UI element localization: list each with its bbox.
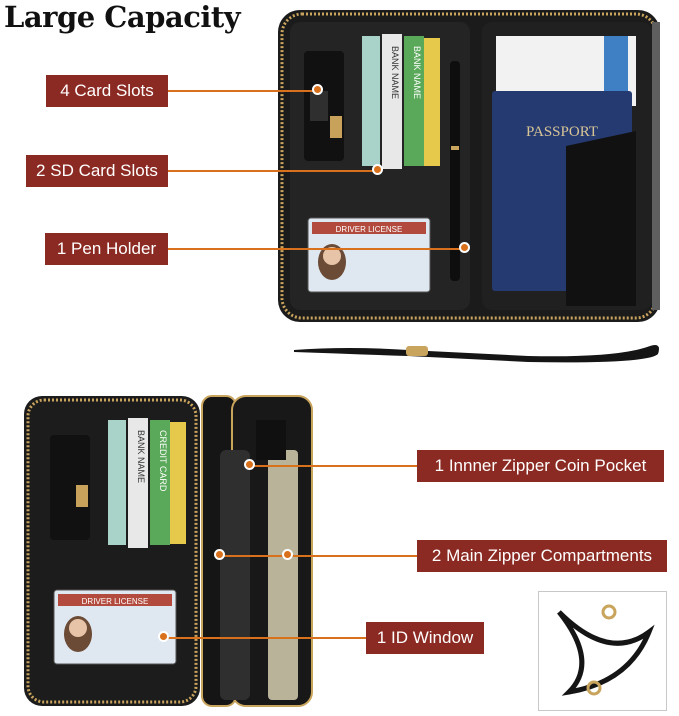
callout-id-window: 1 ID Window [366, 622, 484, 654]
shoulder-strap-image [538, 591, 667, 711]
leader-line-coin-pocket [248, 465, 417, 467]
card-text-credit-card-bottom: CREDIT CARD [158, 430, 168, 492]
page-title: Large Capacity [4, 0, 241, 34]
leader-line-pen-holder [168, 248, 463, 250]
callout-pen-holder: 1 Pen Holder [45, 233, 168, 265]
leader-dot-id-window [158, 631, 169, 642]
license-text-bottom: DRIVER LICENSE [82, 597, 149, 606]
wallet-photo-top: BANK NAME BANK NAME DRIVER LICENSE PASSP… [274, 6, 666, 328]
callout-main-compartments: 2 Main Zipper Compartments [417, 540, 667, 572]
leader-dot-card-slots [312, 84, 323, 95]
callout-card-slots: 4 Card Slots [46, 75, 168, 107]
leader-line-card-slots [168, 90, 316, 92]
license-text-top: DRIVER LICENSE [336, 225, 403, 234]
card-text-bank-name-top: BANK NAME [390, 46, 400, 99]
leader-dot-main-compartments-1 [214, 549, 225, 560]
passport-text: PASSPORT [526, 124, 598, 140]
callout-coin-pocket: 1 Innner Zipper Coin Pocket [417, 450, 664, 482]
card-text-bank-name-bottom: BANK NAME [136, 430, 146, 483]
leader-line-id-window [162, 637, 366, 639]
leader-dot-pen-holder [459, 242, 470, 253]
callout-sd-slots: 2 SD Card Slots [26, 155, 168, 187]
leader-dot-main-compartments-2 [282, 549, 293, 560]
leader-dot-coin-pocket [244, 459, 255, 470]
wrist-strap [288, 336, 663, 370]
leader-line-sd-slots [168, 170, 376, 172]
card-text-bank-name-top-2: BANK NAME [412, 46, 422, 99]
leader-line-main-compartments [218, 555, 417, 557]
leader-dot-sd-slots [372, 164, 383, 175]
wallet-photo-bottom: BANK NAME CREDIT CARD DRIVER LICENSE [20, 390, 320, 712]
